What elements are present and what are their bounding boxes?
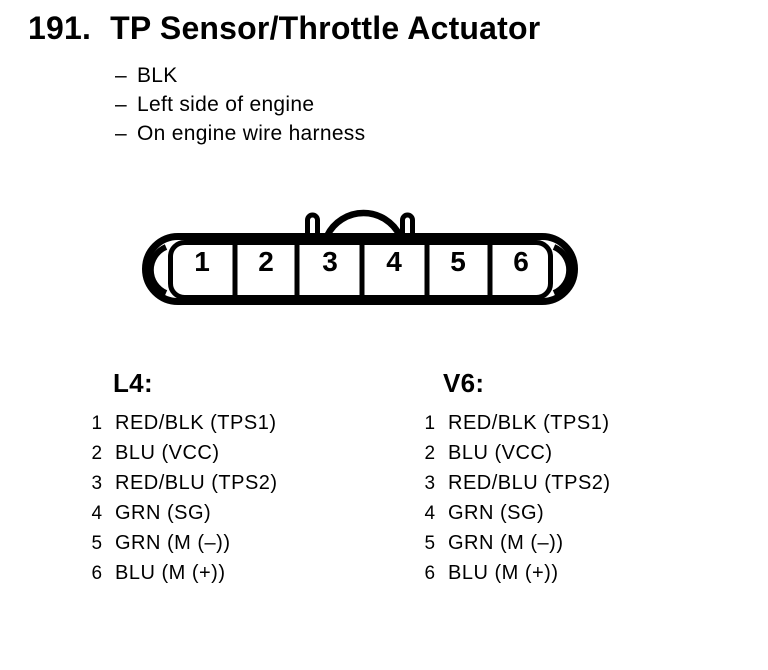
pinout-heading-v6: V6: — [443, 368, 485, 398]
row-pin-number: 2 — [91, 443, 103, 464]
pinout-row: 2 BLU (VCC) — [90, 438, 278, 468]
pinout-list-l4: 1 RED/BLK (TPS1) 2 BLU (VCC) 3 RED/BLU (… — [90, 408, 278, 588]
pinout-row: 3 RED/BLU (TPS2) — [90, 468, 278, 498]
connector-pin-4: 4 — [386, 246, 402, 277]
row-wire-label: BLU (M (+)) — [448, 562, 559, 584]
connector-right-crescent — [552, 244, 573, 296]
pinout-row: 4 GRN (SG) — [90, 498, 278, 528]
row-pin-number: 6 — [91, 563, 103, 584]
note-item: – BLK — [115, 61, 365, 90]
note-text: BLK — [137, 64, 178, 87]
row-pin-number: 3 — [424, 473, 436, 494]
row-pin-number: 4 — [424, 503, 436, 524]
note-dash: – — [115, 93, 127, 116]
pinout-row: 6 BLU (M (+)) — [423, 558, 611, 588]
row-wire-label: GRN (M (–)) — [115, 532, 231, 554]
pinout-row: 2 BLU (VCC) — [423, 438, 611, 468]
row-wire-label: RED/BLU (TPS2) — [115, 472, 278, 494]
note-text: On engine wire harness — [137, 122, 366, 145]
connector-pin-6: 6 — [513, 246, 529, 277]
pinout-heading-l4: L4: — [113, 368, 153, 398]
note-dash: – — [115, 64, 127, 87]
row-wire-label: BLU (M (+)) — [115, 562, 226, 584]
connector-latch-arch — [324, 209, 403, 238]
row-pin-number: 4 — [91, 503, 103, 524]
row-wire-label: GRN (M (–)) — [448, 532, 564, 554]
connector-left-crescent — [147, 244, 168, 296]
note-item: – Left side of engine — [115, 90, 365, 119]
row-pin-number: 5 — [424, 533, 436, 554]
note-dash: – — [115, 122, 127, 145]
connector-pin-5: 5 — [450, 246, 466, 277]
pinout-row: 5 GRN (M (–)) — [423, 528, 611, 558]
row-wire-label: BLU (VCC) — [448, 442, 553, 464]
row-pin-number: 2 — [424, 443, 436, 464]
figure-title-text: TP Sensor/Throttle Actuator — [110, 10, 541, 46]
row-pin-number: 5 — [91, 533, 103, 554]
row-wire-label: RED/BLU (TPS2) — [448, 472, 611, 494]
note-item: – On engine wire harness — [115, 119, 365, 148]
pinout-row: 6 BLU (M (+)) — [90, 558, 278, 588]
row-pin-number: 3 — [91, 473, 103, 494]
row-wire-label: RED/BLK (TPS1) — [115, 412, 277, 434]
pinout-list-v6: 1 RED/BLK (TPS1) 2 BLU (VCC) 3 RED/BLU (… — [423, 408, 611, 588]
connector-diagram: 1 2 3 4 5 6 — [130, 195, 590, 320]
pinout-row: 4 GRN (SG) — [423, 498, 611, 528]
pinout-row: 5 GRN (M (–)) — [90, 528, 278, 558]
note-text: Left side of engine — [137, 93, 315, 116]
connector-pin-2: 2 — [258, 246, 274, 277]
connector-drawing — [142, 209, 578, 305]
row-wire-label: BLU (VCC) — [115, 442, 220, 464]
pinout-row: 3 RED/BLU (TPS2) — [423, 468, 611, 498]
pinout-row: 1 RED/BLK (TPS1) — [90, 408, 278, 438]
row-wire-label: RED/BLK (TPS1) — [448, 412, 610, 434]
figure-title: 191. TP Sensor/Throttle Actuator — [28, 10, 540, 46]
pinout-row: 1 RED/BLK (TPS1) — [423, 408, 611, 438]
row-wire-label: GRN (SG) — [115, 502, 212, 524]
row-pin-number: 1 — [424, 413, 436, 434]
connector-pin-1: 1 — [194, 246, 210, 277]
figure-number: 191. — [28, 10, 92, 46]
connector-pin-numbers: 1 2 3 4 5 6 — [130, 195, 590, 320]
row-wire-label: GRN (SG) — [448, 502, 545, 524]
notes-list: – BLK – Left side of engine – On engine … — [115, 61, 365, 148]
row-pin-number: 6 — [424, 563, 436, 584]
connector-tab-right — [400, 212, 415, 239]
connector-tab-left — [305, 212, 320, 239]
row-pin-number: 1 — [91, 413, 103, 434]
connector-pin-3: 3 — [322, 246, 338, 277]
